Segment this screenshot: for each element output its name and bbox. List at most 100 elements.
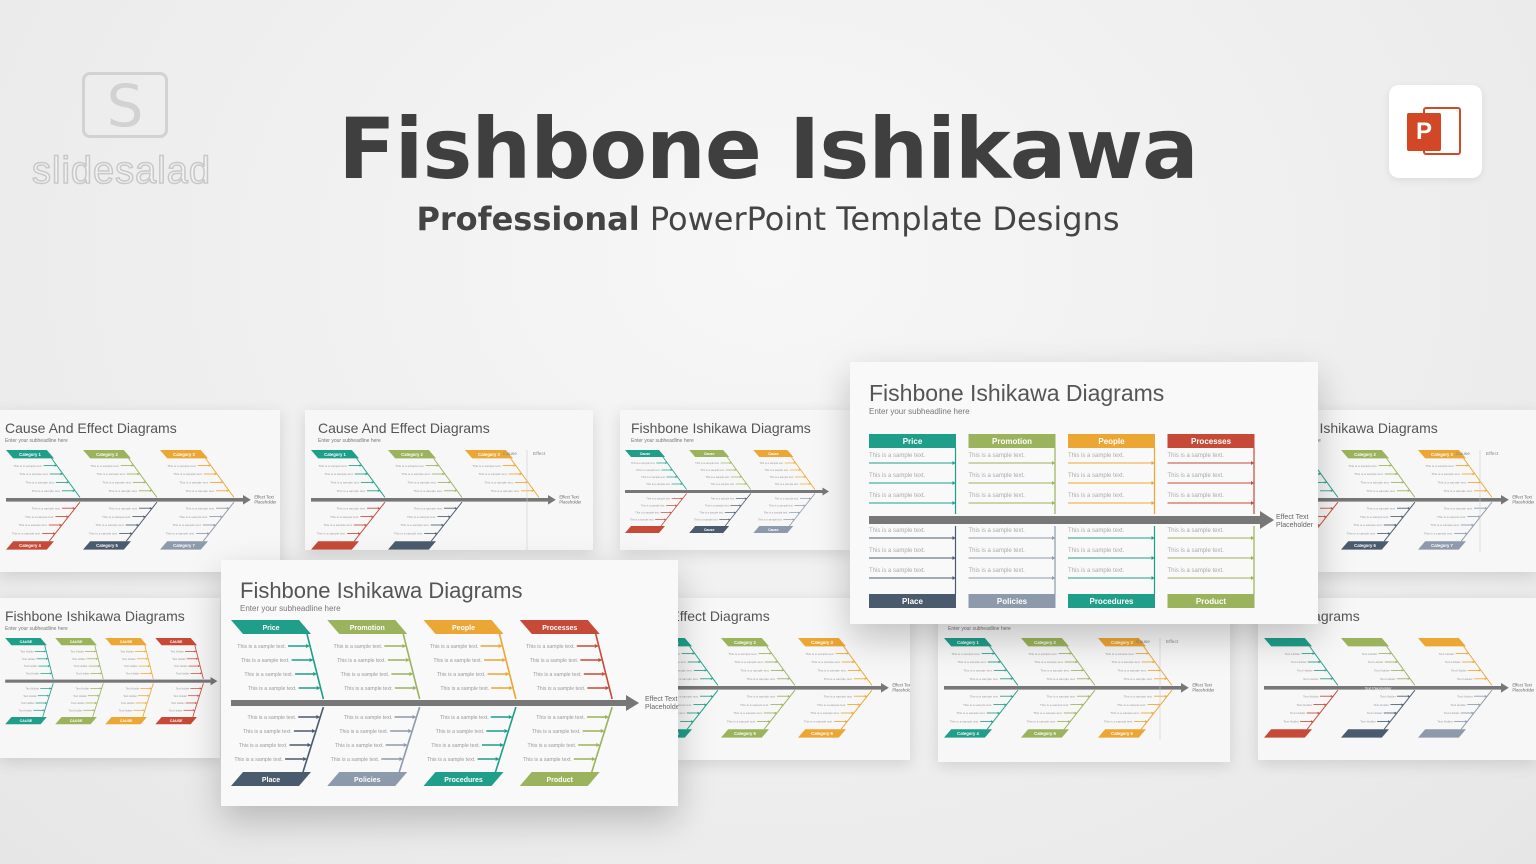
arrowhead bbox=[793, 462, 796, 464]
sample-text: This is a sample text. bbox=[90, 464, 119, 468]
bone bbox=[306, 633, 325, 700]
spine-arrowhead bbox=[210, 676, 218, 686]
arrowhead bbox=[1330, 677, 1334, 680]
arrowhead bbox=[359, 464, 362, 467]
sample-text: This is a sample text. bbox=[18, 523, 47, 527]
arrowhead bbox=[1466, 464, 1469, 467]
sample-text: This is a sample text. bbox=[341, 672, 390, 678]
effect-line: Effect Text bbox=[1192, 683, 1212, 688]
sample-text: Text Holder bbox=[1437, 720, 1453, 724]
spine bbox=[231, 700, 626, 706]
sample-text: This is a sample text. bbox=[1040, 669, 1069, 673]
bone bbox=[433, 458, 463, 498]
arrowhead bbox=[147, 665, 151, 668]
sample-text: This is a sample text. bbox=[970, 677, 999, 681]
arrowhead bbox=[1067, 720, 1071, 723]
arrowhead bbox=[1310, 720, 1314, 723]
sample-text: This is a sample text. bbox=[1360, 515, 1389, 519]
arrowhead bbox=[1251, 481, 1254, 485]
arrowhead bbox=[194, 650, 197, 653]
arrowhead bbox=[1389, 652, 1392, 655]
category-label: Cause bbox=[768, 452, 779, 456]
arrowhead bbox=[509, 686, 514, 690]
sample-text: This is a sample text. bbox=[318, 464, 347, 468]
arrowhead bbox=[1401, 481, 1405, 484]
sample-text: This is a sample text. bbox=[1111, 660, 1140, 664]
category-label: CAUSE bbox=[120, 640, 133, 644]
spine bbox=[311, 498, 548, 502]
category-label: Cause bbox=[704, 528, 715, 532]
category-tag bbox=[6, 450, 54, 459]
arrowhead bbox=[66, 481, 70, 484]
category-tag bbox=[327, 772, 408, 786]
sample-text: This is a sample text. bbox=[1068, 473, 1125, 479]
arrowhead bbox=[1010, 695, 1014, 698]
sample-text: Text Holder bbox=[69, 708, 83, 712]
arrowhead bbox=[409, 672, 414, 676]
sample-text: This is a sample text. bbox=[179, 515, 208, 519]
arrowhead bbox=[402, 644, 407, 648]
arrowhead bbox=[149, 489, 153, 492]
sample-text: This is a sample text. bbox=[1444, 489, 1473, 493]
arrowhead bbox=[442, 472, 445, 476]
arrowhead bbox=[313, 672, 318, 676]
sample-text: This is a sample text. bbox=[678, 694, 699, 698]
category-label: Cause bbox=[704, 452, 715, 456]
sample-text: This is a sample text. bbox=[1068, 548, 1125, 554]
category-label: Cause bbox=[768, 528, 779, 532]
effect-line: Placeholder bbox=[559, 499, 581, 504]
arrowhead bbox=[1151, 501, 1155, 505]
arrowhead bbox=[99, 672, 102, 675]
sample-text: Text Holder bbox=[176, 671, 190, 675]
arrowhead bbox=[1324, 669, 1328, 672]
sample-text: This is a sample text. bbox=[19, 472, 48, 476]
arrowhead bbox=[371, 481, 375, 484]
sample-text: This is a sample text. bbox=[1068, 493, 1125, 499]
category-tag bbox=[155, 638, 197, 646]
arrowhead bbox=[1151, 576, 1155, 580]
arrowhead bbox=[852, 660, 855, 664]
category-tag bbox=[1341, 450, 1389, 459]
arrowhead bbox=[1318, 524, 1320, 526]
category-label: CAUSE bbox=[120, 719, 133, 723]
arrowhead bbox=[1087, 677, 1091, 680]
category-label: Category 1 bbox=[957, 640, 979, 645]
category-label: Procedures bbox=[444, 777, 483, 784]
arrowhead bbox=[680, 497, 683, 500]
arrowhead bbox=[664, 518, 667, 521]
bone bbox=[763, 689, 796, 730]
arrowhead bbox=[149, 507, 153, 510]
sample-text: This is a sample text. bbox=[527, 743, 576, 749]
sample-text: Text Holder bbox=[20, 650, 34, 654]
sample-text: Text Holder bbox=[1457, 677, 1473, 681]
bone bbox=[1318, 469, 1339, 498]
arrowhead bbox=[1395, 660, 1398, 664]
bone bbox=[1066, 646, 1096, 686]
sample-text: This is a sample text. bbox=[705, 475, 730, 479]
sample-text: This is a sample text. bbox=[400, 523, 429, 527]
spine bbox=[6, 498, 243, 502]
sample-text: This is a sample text. bbox=[747, 677, 776, 681]
bone bbox=[1143, 646, 1173, 686]
bone bbox=[498, 633, 517, 700]
logo-text: slidesalad bbox=[31, 149, 211, 193]
sample-text: This is a sample text. bbox=[1444, 506, 1473, 510]
effect-line: Effect Text bbox=[645, 696, 677, 703]
sample-text: This is a sample text. bbox=[804, 720, 833, 724]
arrowhead bbox=[1052, 556, 1055, 560]
arrowhead bbox=[733, 511, 736, 514]
bone bbox=[1463, 458, 1493, 498]
sample-text: This is a sample text. bbox=[1353, 523, 1382, 527]
sample-text: This is a sample text. bbox=[1318, 506, 1319, 510]
effect-line: Effect Text bbox=[559, 495, 579, 500]
bone bbox=[1386, 646, 1416, 686]
category-tag bbox=[1021, 729, 1069, 738]
bone bbox=[353, 501, 386, 542]
bone bbox=[1309, 646, 1339, 686]
sample-text: This is a sample text. bbox=[179, 481, 208, 485]
category-tag bbox=[83, 450, 131, 459]
category-label: Product bbox=[1196, 597, 1227, 606]
